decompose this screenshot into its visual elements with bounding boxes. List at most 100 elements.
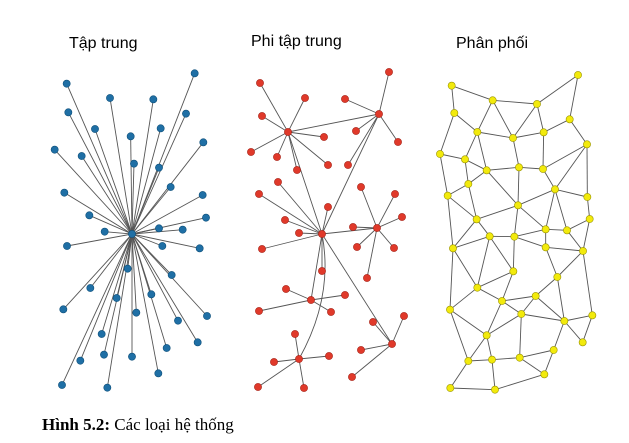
network-node [91, 125, 99, 133]
network-edge [451, 85, 493, 101]
network-node [461, 155, 469, 164]
network-edge [545, 189, 556, 230]
network-edge [535, 276, 558, 297]
network-node [199, 138, 208, 147]
network-node [341, 291, 349, 299]
network-edge [310, 233, 323, 301]
network-edge [259, 82, 289, 133]
network-node [464, 357, 473, 365]
network-edge [63, 233, 133, 310]
network-edge [486, 166, 520, 171]
network-edge [257, 358, 300, 388]
network-edge [131, 128, 162, 235]
network-node [324, 203, 332, 211]
network-node [258, 245, 266, 253]
network-edge [512, 131, 544, 139]
network-edge [276, 131, 289, 158]
network-node [195, 244, 204, 253]
network-edge [449, 309, 487, 336]
network-node [60, 188, 69, 197]
network-edge [378, 71, 390, 115]
network-edge [553, 320, 565, 351]
network-node [103, 383, 112, 392]
network-edge [131, 163, 135, 235]
network-node [254, 383, 262, 391]
network-edge [468, 359, 493, 362]
network-edge [449, 360, 469, 389]
network-node [540, 370, 549, 379]
network-node [132, 308, 141, 317]
network-node [375, 110, 383, 118]
network-node [76, 356, 85, 365]
network-edge [131, 167, 160, 235]
network-node [449, 244, 457, 253]
network-edge [476, 131, 488, 171]
network-node [447, 81, 456, 90]
network-edge [321, 206, 329, 235]
network-edge [287, 131, 323, 235]
network-edge [554, 189, 568, 231]
network-node [325, 352, 333, 360]
network-node [531, 292, 540, 300]
network-edge [449, 309, 469, 362]
network-edge [464, 158, 487, 171]
decentralized-title: Phi tập trung [251, 33, 342, 50]
network-node [464, 180, 473, 188]
network-edge [298, 358, 305, 389]
network-edge [131, 233, 159, 374]
network-node [363, 274, 371, 282]
network-edge [494, 373, 545, 391]
network-node [307, 296, 315, 304]
network-node [62, 79, 71, 88]
network-node [155, 224, 163, 233]
network-node [327, 308, 335, 316]
network-edge [512, 236, 515, 272]
network-edge [321, 233, 393, 345]
network-edge [536, 74, 579, 105]
network-node [541, 243, 550, 252]
network-node [112, 294, 121, 302]
network-edge [542, 168, 556, 190]
network-node [149, 95, 158, 104]
network-edge [449, 287, 478, 311]
network-edge [447, 195, 454, 249]
network-edge [517, 204, 546, 230]
network-edge [557, 250, 584, 278]
network-edge [81, 155, 133, 235]
network-edge [542, 132, 545, 170]
network-node [560, 317, 569, 325]
network-node [258, 112, 266, 120]
network-edge [542, 143, 588, 170]
network-edge [566, 218, 590, 231]
network-node [510, 232, 519, 241]
network-edge [356, 227, 378, 248]
network-node [273, 153, 281, 161]
network-node [86, 284, 95, 292]
network-node [63, 242, 71, 250]
network-node [585, 215, 594, 223]
network-node [514, 201, 522, 210]
network-edge [439, 153, 466, 160]
network-edge [376, 216, 403, 229]
network-node [284, 128, 292, 136]
network-node [349, 223, 357, 231]
network-edge [344, 98, 380, 115]
network-node [282, 285, 290, 293]
network-edge [347, 113, 380, 166]
network-edge [376, 193, 396, 229]
network-node [390, 244, 398, 252]
network-edge [489, 236, 514, 272]
network-edge [131, 233, 163, 247]
network-edge [378, 113, 399, 143]
network-edge [476, 204, 519, 220]
figure-caption: Hình 5.2: Các loại hệ thống [42, 415, 234, 435]
network-node [174, 316, 182, 325]
network-node [509, 267, 518, 276]
network-node [574, 71, 582, 79]
network-edge [287, 131, 298, 171]
network-edge [321, 227, 378, 235]
network-node [255, 307, 263, 315]
network-edge [582, 250, 593, 316]
network-node [391, 190, 399, 198]
